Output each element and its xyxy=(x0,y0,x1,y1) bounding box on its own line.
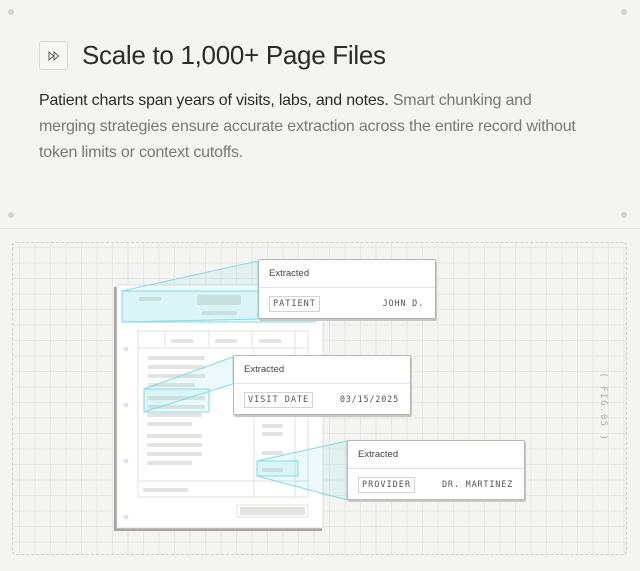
card-heading: Extracted xyxy=(259,260,435,288)
corner-dot xyxy=(621,9,627,15)
corner-dot xyxy=(8,9,14,15)
section-description: Patient charts span years of visits, lab… xyxy=(39,88,579,166)
description-rest: Smart chunking and merging strategies en… xyxy=(39,92,576,161)
card-heading: Extracted xyxy=(234,356,410,384)
field-value: JOHN D. xyxy=(382,298,424,309)
fast-forward-icon xyxy=(39,41,68,70)
field-tag: PROVIDER xyxy=(358,476,415,493)
extracted-card-visit-date: Extracted VISIT DATE 03/15/2025 xyxy=(233,355,411,415)
extracted-card-provider: Extracted PROVIDER DR. MARTINEZ xyxy=(347,440,525,500)
section-title: Scale to 1,000+ Page Files xyxy=(82,40,386,70)
figure-label: ( FIG.05 ) xyxy=(598,372,608,442)
field-value: DR. MARTINEZ xyxy=(441,479,513,490)
field-value: 03/15/2025 xyxy=(339,394,399,405)
field-tag: PATIENT xyxy=(269,295,320,312)
field-tag: VISIT DATE xyxy=(244,391,314,408)
extracted-card-patient: Extracted PATIENT JOHN D. xyxy=(258,259,436,319)
feature-header-panel: Scale to 1,000+ Page Files Patient chart… xyxy=(0,0,640,229)
description-lead: Patient charts span years of visits, lab… xyxy=(39,92,389,109)
corner-dot xyxy=(621,212,627,218)
card-heading: Extracted xyxy=(348,441,524,469)
corner-dot xyxy=(8,212,14,218)
